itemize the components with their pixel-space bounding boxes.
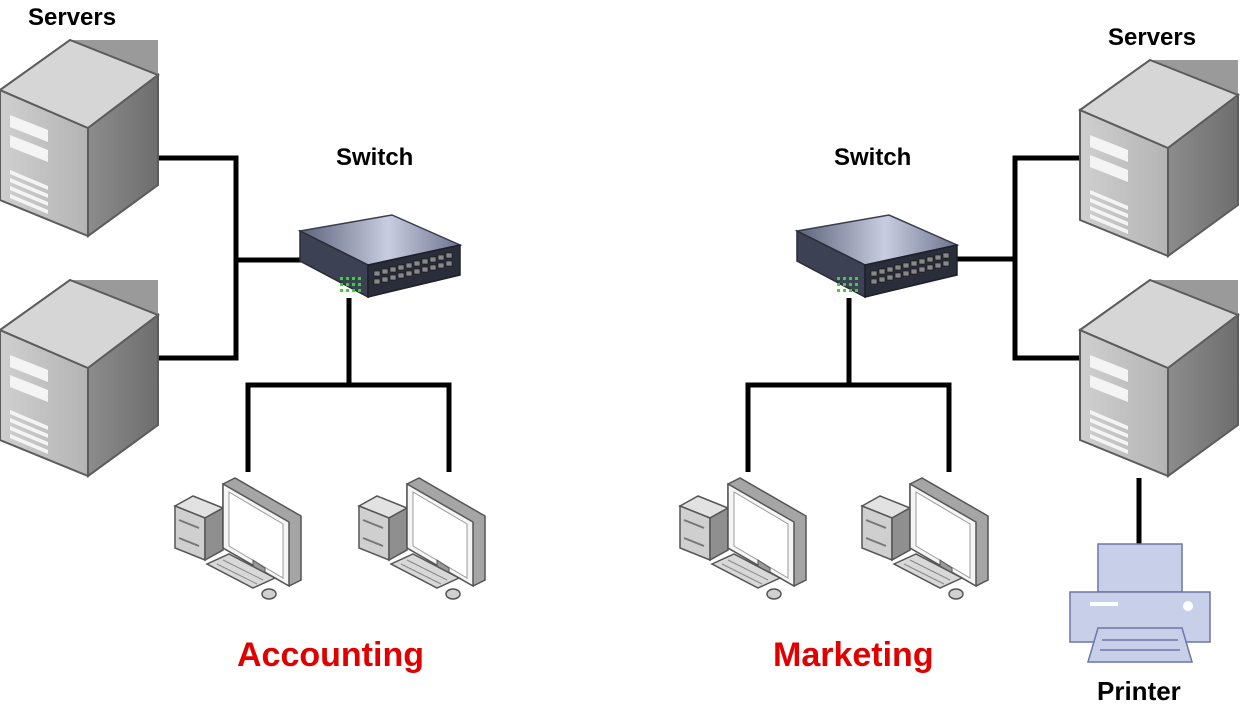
right-server-1-icon (1079, 59, 1239, 257)
left-server-2-icon (0, 279, 159, 477)
left-pc-2-icon (358, 477, 486, 600)
right-server-2-icon (1079, 279, 1239, 477)
right-switch-icon (796, 214, 958, 298)
right-cables (745, 155, 1142, 544)
right-pc-bus (745, 382, 952, 472)
left-switch-label: Switch (336, 144, 414, 171)
right-pc-1-icon (679, 477, 807, 600)
right-server-bus (1012, 155, 1082, 361)
left-cables (158, 155, 452, 472)
left-server-2-cable (158, 260, 239, 361)
left-server-1-cable (158, 155, 312, 263)
right-servers-label: Servers (1108, 24, 1197, 51)
left-pc-bus (245, 382, 452, 472)
left-servers-label: Servers (28, 4, 117, 31)
marketing-department-label: Marketing (773, 636, 934, 674)
right-pc-2-icon (861, 477, 989, 600)
accounting-department-label: Accounting (237, 636, 424, 674)
printer-icon (1069, 543, 1211, 663)
left-switch-icon (299, 214, 461, 298)
printer-label: Printer (1097, 676, 1181, 706)
left-pc-1-icon (174, 477, 302, 600)
left-server-1-icon (0, 39, 159, 237)
right-switch-label: Switch (834, 144, 912, 171)
